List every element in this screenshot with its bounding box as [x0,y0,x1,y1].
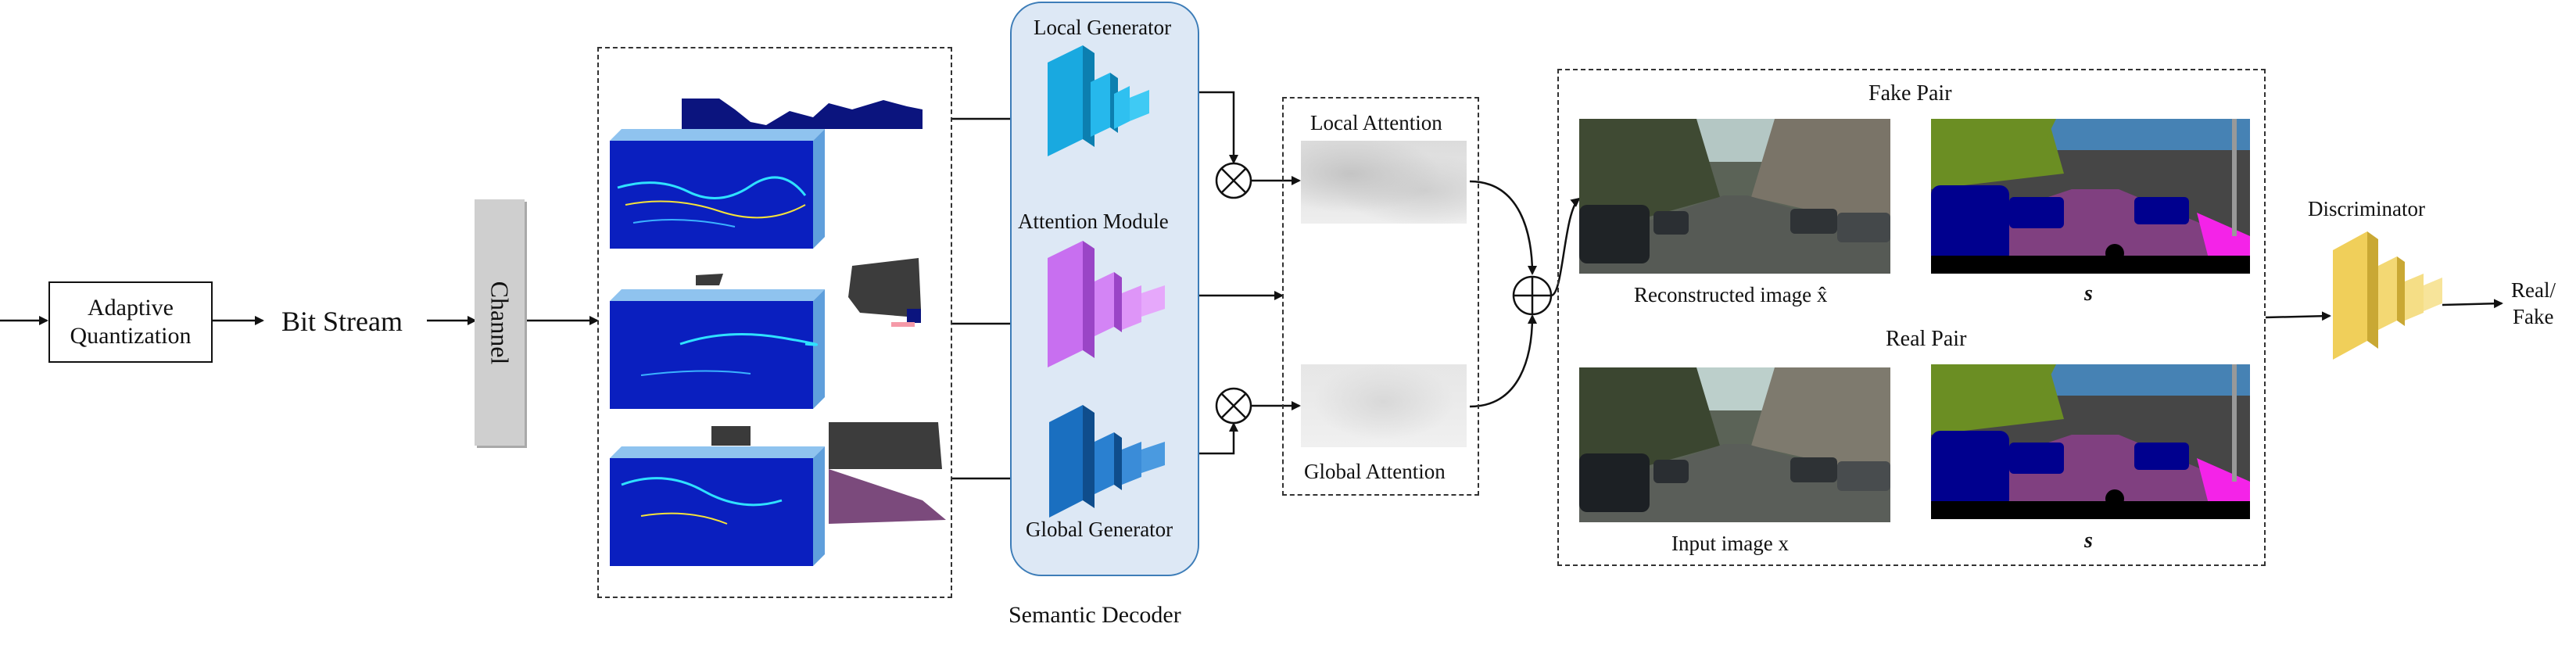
input-image [1579,367,1890,522]
arrow-discriminator-output [2442,299,2503,309]
local-attention-label: Local Attention [1310,111,1442,134]
feature-cube [610,129,825,249]
feature-cube [610,446,825,566]
semantic-decoder-title: Semantic Decoder [1009,602,1181,628]
output-label-line2: Fake [2513,305,2554,328]
arrow-add-reconstructed [1550,197,1581,297]
channel-bar: Channel [475,199,525,446]
attention-maps-box [1282,97,1479,496]
segmentation-map [1931,364,2250,519]
street-scene [1579,367,1890,522]
feature-cube [610,289,825,409]
circle-times-icon [1215,387,1252,425]
attention-module-label: Attention Module [1018,210,1169,233]
street-scene [1579,119,1890,274]
reconstructed-image [1579,119,1890,274]
semantic-caption-real: s [2084,529,2093,553]
attention-module-icon [1048,241,1165,367]
input-caption: Input image x [1671,532,1789,555]
arrow-pairs-discriminator [2265,311,2331,321]
arrow-globalatt-add [1469,314,1537,408]
reconstructed-caption: Reconstructed image x̂ [1634,283,1828,306]
bitstream-label: Bit Stream [281,306,403,337]
local-generator-label: Local Generator [1034,16,1172,39]
global-generator-label: Global Generator [1026,518,1173,541]
circle-times-icon [1215,162,1252,199]
feature-maps-box [597,47,952,598]
global-generator-icon [1049,405,1165,518]
semantic-caption-fake: s [2084,281,2093,306]
segment-fragment [682,99,923,129]
local-attention-map [1301,141,1467,224]
global-attention-label: Global Attention [1304,460,1446,483]
quantization-box: Adaptive Quantization [48,281,213,363]
discriminator-label: Discriminator [2308,197,2425,220]
pairs-box [1557,69,2266,566]
quantization-label-line1: Adaptive [88,295,174,321]
semantic-map-real [1931,364,2250,519]
fake-pair-title: Fake Pair [1868,81,1952,106]
arrow-localatt-add [1469,180,1537,275]
quantization-label-line2: Quantization [70,323,192,349]
real-pair-title: Real Pair [1886,327,1967,351]
global-attention-map [1301,364,1467,447]
circle-plus-icon [1512,275,1553,316]
semantic-map-fake [1931,119,2250,274]
output-label-line1: Real/ [2511,278,2556,302]
local-generator-icon [1048,45,1149,156]
segmentation-map [1931,119,2250,274]
